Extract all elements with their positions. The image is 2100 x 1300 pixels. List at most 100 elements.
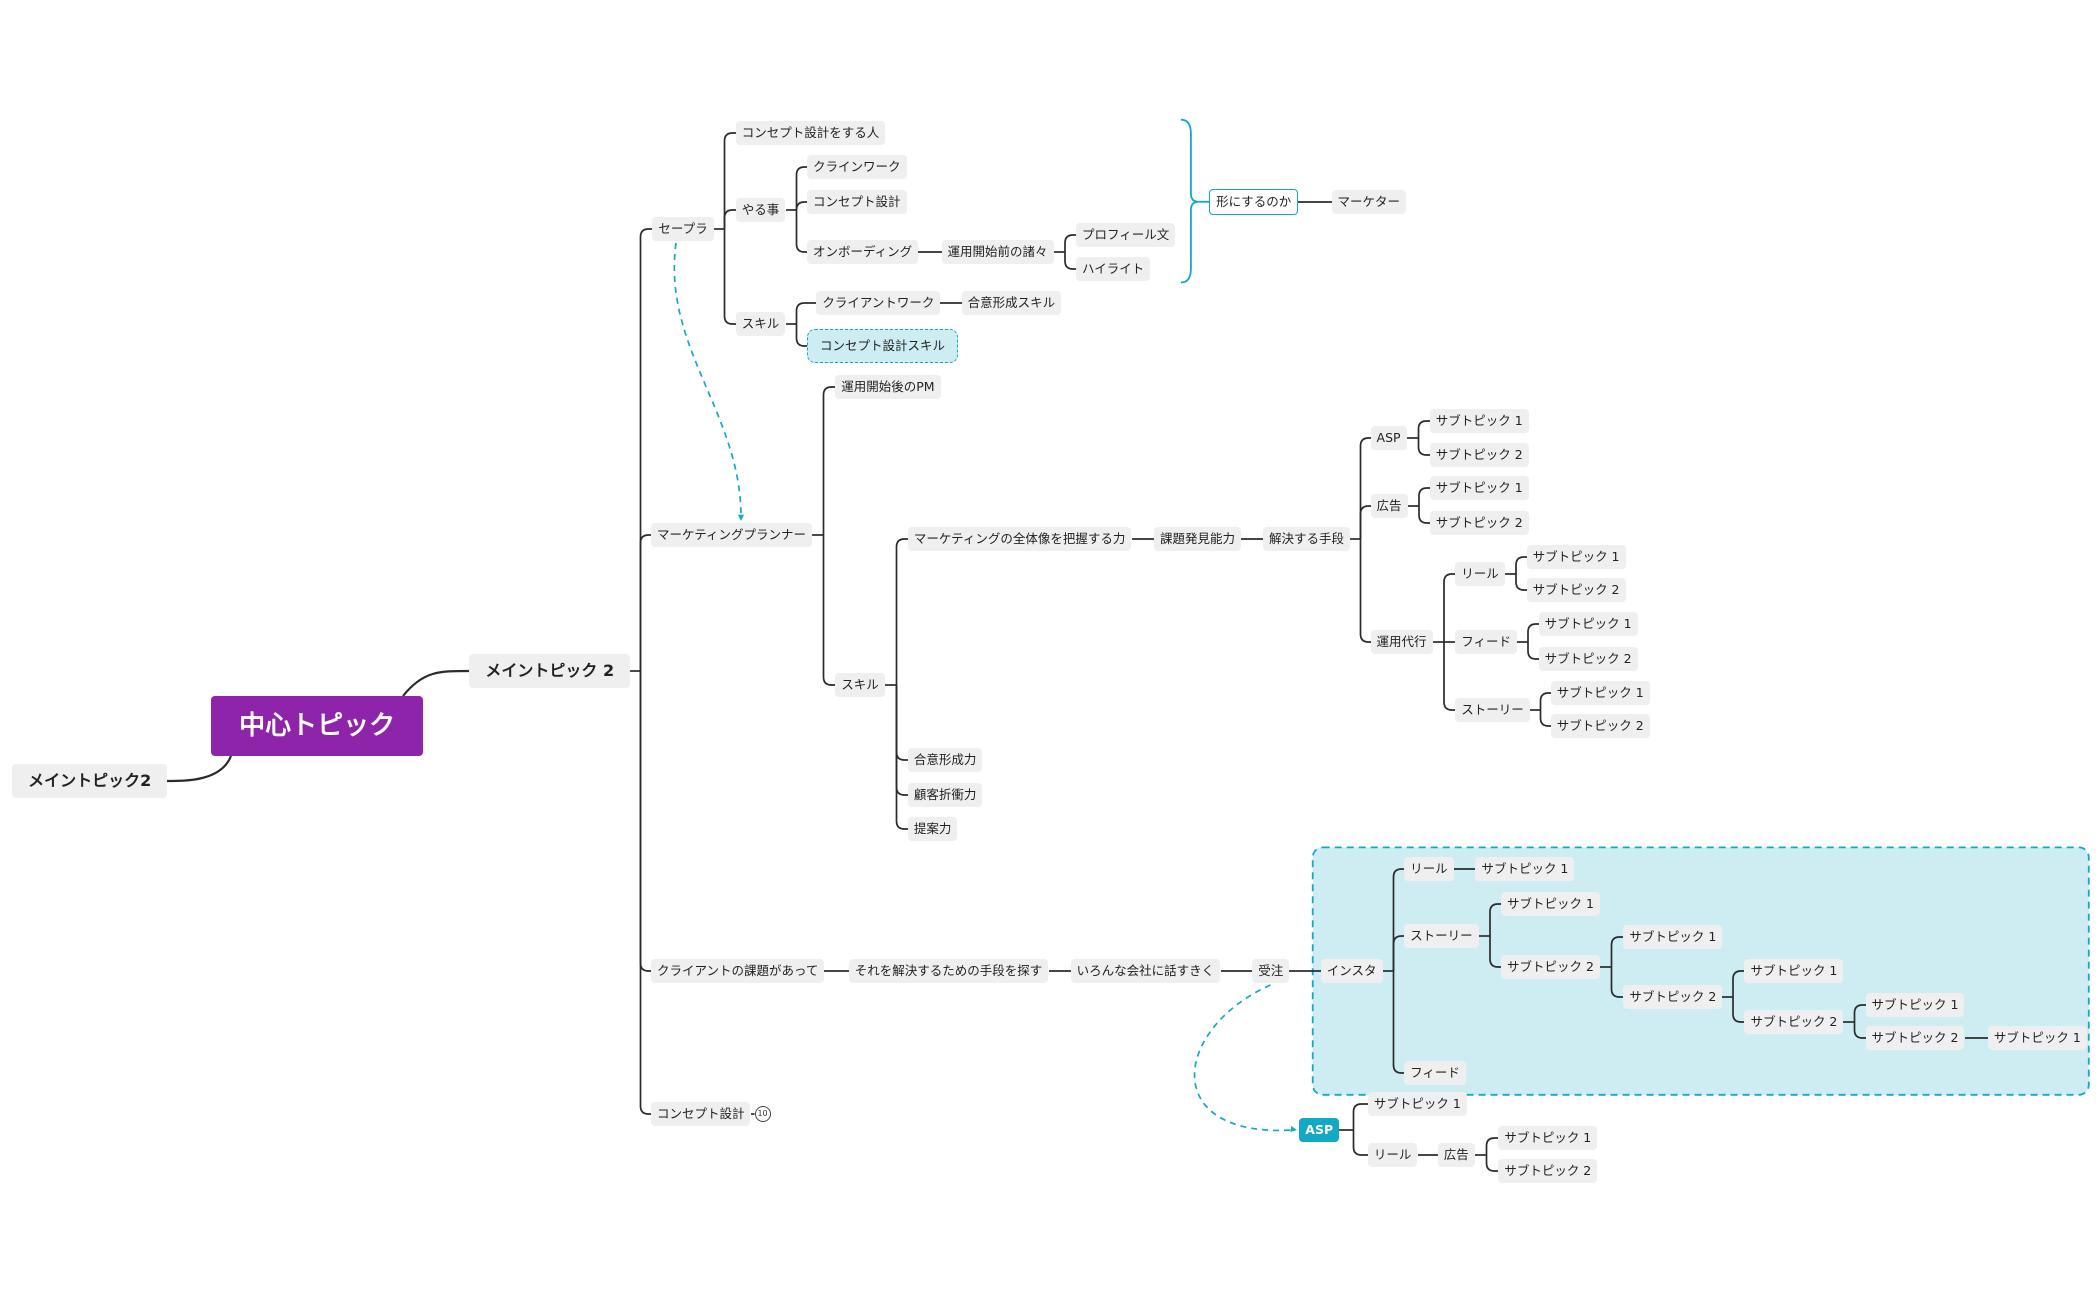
topic-reel1[interactable]: リール xyxy=(1455,562,1505,587)
connector xyxy=(1539,710,1551,727)
topic-katachi[interactable]: 形にするのか xyxy=(1209,188,1299,215)
collapsed-count-badge[interactable]: 10 xyxy=(754,1105,771,1122)
connector xyxy=(1527,623,1539,642)
topic-problem-find[interactable]: 課題発見能力 xyxy=(1154,527,1242,552)
topic-story2-s1[interactable]: サブトピック 1 xyxy=(1501,891,1600,916)
topic-feed1[interactable]: フィード xyxy=(1455,629,1518,654)
topic-story2-s2[interactable]: サブトピック 2 xyxy=(1501,955,1600,980)
topic-koukoku1-s1[interactable]: サブトピック 1 xyxy=(1429,476,1529,501)
topic-ask-companies[interactable]: いろんな会社に話すきく xyxy=(1070,959,1221,984)
topic-find-means[interactable]: それを解決するための手段を探す xyxy=(848,959,1049,984)
connector xyxy=(895,685,908,796)
topic-skill2[interactable]: スキル xyxy=(835,672,885,697)
topic-reel2-s1[interactable]: サブトピック 1 xyxy=(1475,856,1575,881)
connector xyxy=(639,228,652,671)
topic-clientwork[interactable]: クライアントワーク xyxy=(816,290,941,315)
topic-main-left[interactable]: メイントピック2 xyxy=(12,764,168,799)
connector xyxy=(1443,573,1455,642)
topic-reel3[interactable]: リール xyxy=(1367,1143,1418,1168)
topic-l4-s1[interactable]: サブトピック 1 xyxy=(1744,959,1844,984)
connector xyxy=(402,669,470,697)
topic-concept-person[interactable]: コンセプト設計をする人 xyxy=(735,121,886,146)
topic-solve-means[interactable]: 解決する手段 xyxy=(1262,527,1350,552)
connector xyxy=(1443,642,1455,711)
topic-l3-s2[interactable]: サブトピック 2 xyxy=(1623,984,1723,1009)
topic-concept-final[interactable]: コンセプト設計 xyxy=(650,1101,751,1126)
connector xyxy=(1489,936,1501,968)
topic-asp2[interactable]: ASP xyxy=(1299,1117,1340,1142)
topic-koukoku2-s1[interactable]: サブトピック 1 xyxy=(1498,1125,1598,1150)
topic-planner[interactable]: マーケティングプランナー xyxy=(650,523,812,548)
topic-l6-s1[interactable]: サブトピック 1 xyxy=(1987,1026,2087,1051)
topic-feed2[interactable]: フィード xyxy=(1404,1061,1466,1086)
topic-koukoku1[interactable]: 広告 xyxy=(1370,493,1408,518)
topic-highlight[interactable]: ハイライト xyxy=(1076,257,1151,281)
connector xyxy=(1853,1004,1866,1022)
connector xyxy=(1417,438,1430,456)
connector xyxy=(795,324,807,347)
topic-center[interactable]: 中心トピック xyxy=(211,696,424,757)
topic-seputa[interactable]: セープラ xyxy=(652,216,714,241)
topic-l4-s2[interactable]: サブトピック 2 xyxy=(1744,1010,1844,1035)
connector xyxy=(723,132,736,229)
topic-story2[interactable]: ストーリー xyxy=(1404,924,1479,949)
topic-asp1[interactable]: ASP xyxy=(1370,426,1407,451)
connector xyxy=(1610,936,1623,967)
topic-negotiation[interactable]: 顧客折衝力 xyxy=(907,782,983,807)
connector xyxy=(723,209,736,229)
topic-reel1-s1[interactable]: サブトピック 1 xyxy=(1526,544,1626,569)
summary-brace xyxy=(1180,118,1199,284)
connector xyxy=(1527,642,1539,660)
topic-reel2[interactable]: リール xyxy=(1404,856,1454,881)
connector xyxy=(1064,252,1076,270)
topic-consensus-power[interactable]: 合意形成力 xyxy=(907,747,983,772)
topic-insta[interactable]: インスタ xyxy=(1320,959,1383,984)
topic-overview[interactable]: マーケティングの全体像を把握する力 xyxy=(907,527,1132,552)
connector xyxy=(1485,1137,1498,1155)
topic-consensus-skill[interactable]: 合意形成スキル xyxy=(961,290,1062,315)
topic-asp1-s1[interactable]: サブトピック 1 xyxy=(1429,408,1529,433)
topic-unyou[interactable]: 運用代行 xyxy=(1370,629,1433,654)
connector xyxy=(1352,1130,1368,1156)
topic-koukoku2[interactable]: 広告 xyxy=(1437,1143,1475,1168)
topic-post-ops-pm[interactable]: 運用開始後のPM xyxy=(835,375,941,400)
topic-asp1-s2[interactable]: サブトピック 2 xyxy=(1429,442,1529,467)
topic-asp2-s1[interactable]: サブトピック 1 xyxy=(1367,1092,1467,1117)
topic-feed1-s2[interactable]: サブトピック 2 xyxy=(1538,647,1638,672)
topic-pre-ops[interactable]: 運用開始前の諸々 xyxy=(941,239,1054,264)
topic-marketer[interactable]: マーケター xyxy=(1331,189,1407,214)
connector xyxy=(795,201,807,211)
connector xyxy=(1515,574,1527,591)
topic-concept-design[interactable]: コンセプト設計 xyxy=(807,189,907,214)
topic-clinework[interactable]: クラインワーク xyxy=(807,154,907,179)
connector xyxy=(1359,539,1371,643)
topic-yaru[interactable]: やる事 xyxy=(735,197,786,222)
connector xyxy=(639,671,651,972)
topic-proposal[interactable]: 提案力 xyxy=(907,816,958,841)
topic-client-issue[interactable]: クライアントの課題があって xyxy=(650,959,825,984)
topic-story1-s1[interactable]: サブトピック 1 xyxy=(1550,680,1650,705)
topic-l5-s2[interactable]: サブトピック 2 xyxy=(1865,1026,1965,1051)
connector xyxy=(1489,903,1501,936)
topic-concept-skill[interactable]: コンセプト設計スキル xyxy=(807,328,959,363)
topic-l5-s1[interactable]: サブトピック 1 xyxy=(1865,992,1965,1017)
topic-skill1[interactable]: スキル xyxy=(735,312,786,337)
connector xyxy=(822,386,835,535)
connector xyxy=(166,755,233,783)
topic-koukoku1-s2[interactable]: サブトピック 2 xyxy=(1429,511,1529,536)
topic-feed1-s1[interactable]: サブトピック 1 xyxy=(1538,612,1638,637)
connector xyxy=(1392,971,1404,1074)
topic-reel1-s2[interactable]: サブトピック 2 xyxy=(1526,578,1626,603)
connector xyxy=(1853,1022,1866,1039)
topic-juchu[interactable]: 受注 xyxy=(1252,959,1290,984)
topic-onboarding[interactable]: オンボーディング xyxy=(807,239,919,264)
connector xyxy=(1485,1155,1498,1172)
boundary-box xyxy=(1311,846,2090,1096)
topic-koukoku2-s2[interactable]: サブトピック 2 xyxy=(1498,1159,1598,1184)
topic-main-right[interactable]: メイントピック 2 xyxy=(469,654,631,689)
topic-l3-s1[interactable]: サブトピック 1 xyxy=(1623,925,1723,950)
topic-profile[interactable]: プロフィール文 xyxy=(1076,223,1176,248)
connector xyxy=(895,685,908,761)
topic-story1[interactable]: ストーリー xyxy=(1455,698,1530,723)
topic-story1-s2[interactable]: サブトピック 2 xyxy=(1550,714,1650,739)
